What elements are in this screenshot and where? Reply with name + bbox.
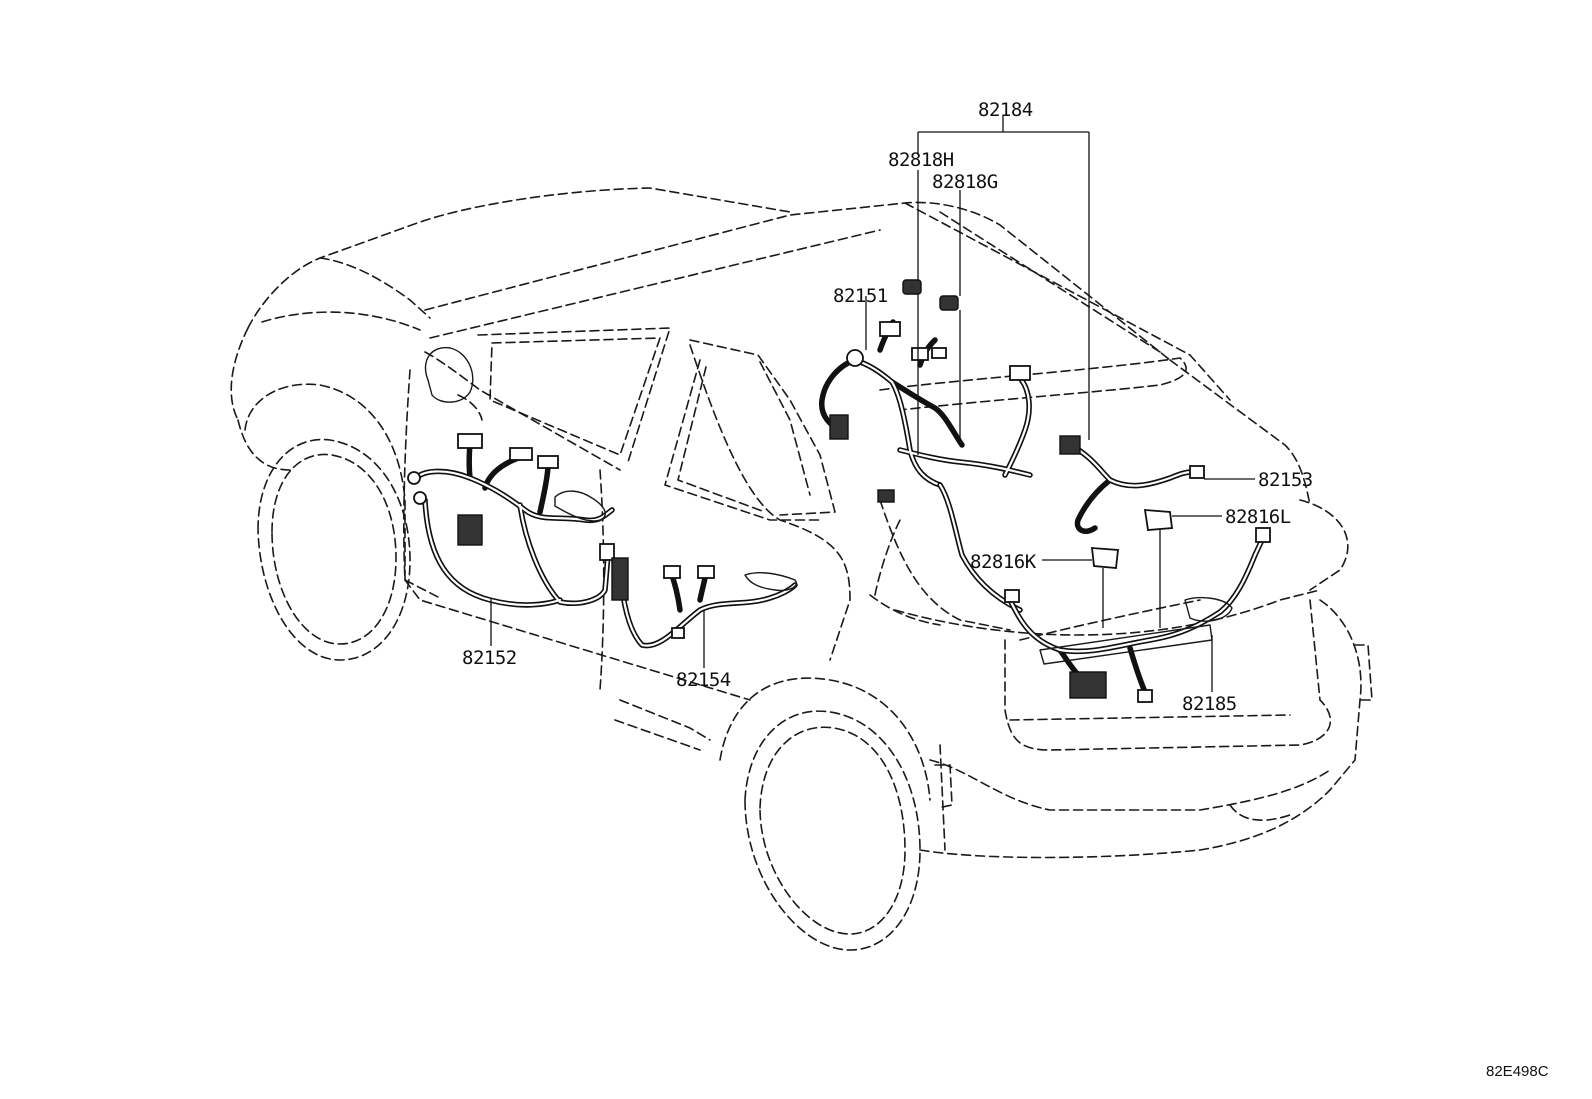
connector: [1059, 435, 1081, 455]
connector: [911, 347, 929, 361]
clip-82818G: [939, 295, 959, 311]
connector: [537, 455, 559, 469]
part-label-82185: 82185: [1182, 693, 1237, 715]
connector: [663, 565, 681, 579]
grommet: [846, 349, 864, 367]
connector: [879, 321, 901, 337]
junction-block: [457, 514, 483, 546]
connector: [457, 433, 483, 449]
connector: [697, 565, 715, 579]
connector: [1255, 527, 1271, 543]
harness-82151: [819, 319, 1033, 613]
harness-82185: [1004, 527, 1271, 703]
part-label-82153: 82153: [1258, 469, 1313, 491]
harness-82154: [611, 557, 798, 649]
vehicle-outline: [230, 187, 1373, 951]
part-label-82184: 82184: [978, 99, 1033, 121]
connector: [407, 471, 421, 485]
connector: [877, 489, 895, 503]
connector: [611, 557, 629, 601]
connector: [1004, 589, 1020, 603]
part-label-82154: 82154: [676, 669, 731, 691]
part-label-82151: 82151: [833, 285, 888, 307]
harness-82153: [1059, 435, 1205, 534]
part-label-82152: 82152: [462, 647, 517, 669]
connector: [413, 491, 427, 505]
connector: [829, 414, 849, 440]
clip-82818H: [902, 279, 922, 295]
connector: [671, 627, 685, 639]
connector: [1009, 365, 1031, 381]
harness-82152: [407, 433, 615, 608]
bracket-82816K: [1090, 547, 1119, 569]
connector: [931, 347, 947, 359]
part-label-82816L: 82816L: [1225, 506, 1291, 528]
bracket-82816L: [1143, 509, 1174, 531]
connector: [1189, 465, 1205, 479]
connector: [509, 447, 533, 461]
part-label-82816K: 82816K: [970, 551, 1037, 573]
part-label-82818G: 82818G: [932, 171, 998, 193]
diagram-reference-code: 82E498C: [1486, 1063, 1549, 1080]
connector: [1137, 689, 1153, 703]
connector-block: [1069, 671, 1107, 699]
part-label-82818H: 82818H: [888, 149, 954, 171]
connector: [599, 543, 615, 561]
leader-lines: [490, 116, 1255, 692]
part-labels: 82184 82818H 82818G 82151 82153 82816L 8…: [462, 99, 1313, 715]
